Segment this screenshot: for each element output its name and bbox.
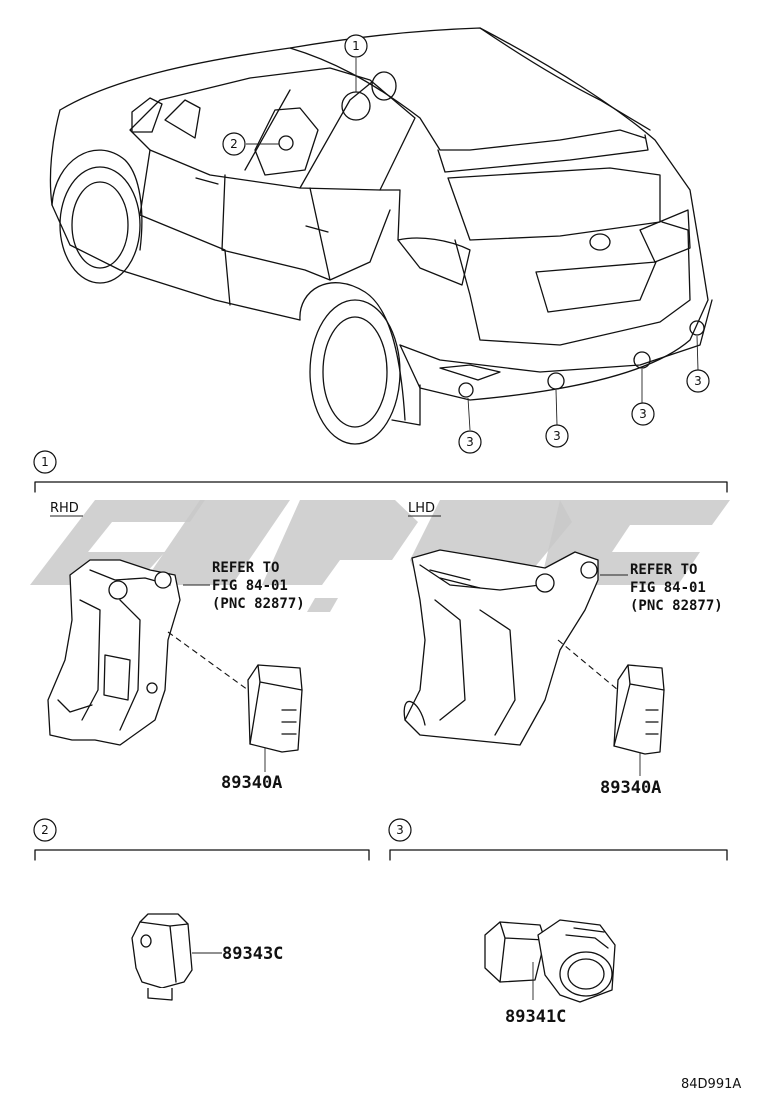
- rhd-ecu-module: [247, 664, 303, 753]
- svg-text:FIG 84-01: FIG 84-01: [212, 578, 288, 594]
- svg-text:3: 3: [396, 823, 404, 837]
- callout-3-bubble: 3: [631, 402, 655, 426]
- svg-text:2: 2: [41, 823, 49, 837]
- svg-text:1: 1: [352, 39, 360, 53]
- watermark-logo: [30, 500, 730, 612]
- sensor-2-part-number: 89343C: [222, 944, 283, 964]
- svg-text:2: 2: [230, 137, 238, 151]
- rear-sensor-marker: [547, 372, 565, 390]
- callout-2-bubble: 2: [222, 132, 246, 156]
- lhd-panel: LHD REFER TO FIG 84-01 (PNC 82877) 89340…: [403, 501, 723, 798]
- lhd-ecu-module: [613, 664, 665, 755]
- svg-text:3: 3: [466, 435, 474, 449]
- section-2-sensor: 89343C: [131, 913, 283, 1001]
- figure-code: 84D991A: [681, 1077, 741, 1092]
- svg-text:(PNC 82877): (PNC 82877): [630, 598, 723, 614]
- svg-text:FIG 84-01: FIG 84-01: [630, 580, 706, 596]
- svg-text:REFER TO: REFER TO: [212, 560, 279, 576]
- svg-text:3: 3: [639, 407, 647, 421]
- lhd-ecu-part-number: 89340A: [600, 778, 661, 798]
- sensor-3-part-number: 89341C: [505, 1007, 566, 1027]
- sensor-2-location-marker: [278, 135, 294, 151]
- callout-1-bubble: 1: [344, 34, 368, 58]
- callout-3-bubble: 3: [686, 369, 710, 393]
- section-3-sensor: 89341C: [484, 919, 616, 1027]
- rhd-ecu-part-number: 89340A: [221, 773, 282, 793]
- section-3-header: 3: [388, 818, 728, 861]
- svg-text:REFER TO: REFER TO: [630, 562, 697, 578]
- svg-text:3: 3: [694, 374, 702, 388]
- section-2-header: 2: [33, 818, 370, 861]
- lhd-ecu-bracket: [403, 549, 599, 746]
- svg-text:(PNC 82877): (PNC 82877): [212, 596, 305, 612]
- callout-3-bubble: 3: [545, 424, 569, 448]
- rhd-label: RHD: [50, 501, 79, 516]
- rear-sensor-marker: [689, 320, 705, 336]
- svg-text:3: 3: [553, 429, 561, 443]
- rear-sensor-marker: [458, 382, 474, 398]
- lhd-label: LHD: [408, 501, 435, 516]
- rear-sensor-marker: [633, 351, 651, 369]
- section-1-header: 1: [33, 450, 728, 493]
- rhd-ecu-bracket: [47, 559, 181, 746]
- vehicle-rear-view: [49, 27, 713, 445]
- rhd-panel: RHD REFER TO FIG 84-01 (PNC 82877) 89340…: [47, 501, 305, 793]
- svg-text:1: 1: [41, 455, 49, 469]
- callout-3-bubble: 3: [458, 430, 482, 454]
